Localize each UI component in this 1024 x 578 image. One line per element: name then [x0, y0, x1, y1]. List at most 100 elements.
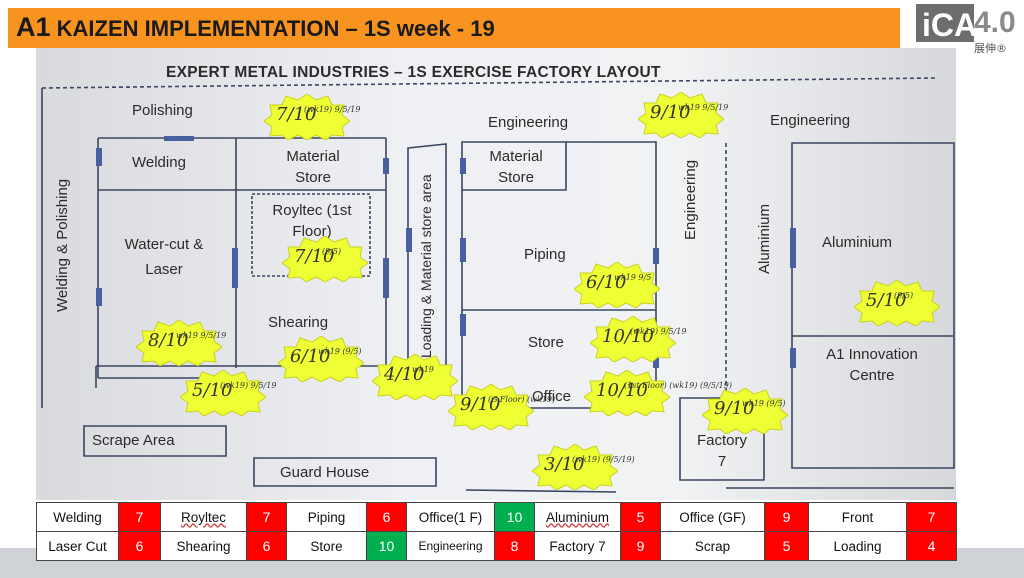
sticker-score: 5/10: [192, 380, 233, 401]
area-name: Office (GF): [660, 502, 765, 532]
sticker-score: 3/10: [544, 454, 585, 475]
score-sticker: 9/10 (G.Floor) (wk19): [448, 384, 555, 430]
area-engineering-1: Engineering: [488, 114, 569, 131]
area-factory-7: Factory 7: [696, 432, 747, 470]
score-sticker: 8/10 wk19 9/5/19: [136, 320, 226, 366]
area-score: 7: [118, 502, 161, 532]
score-sticker: 3/10 (wk19) (9/5/19): [532, 444, 635, 490]
table-row: Welding 7 Royltec 7 Piping 6 Office(1 F)…: [36, 502, 957, 532]
area-score: 10: [366, 531, 407, 561]
area-aluminium-vertical: Aluminium: [756, 203, 773, 274]
sticker-score: 9/10: [650, 102, 691, 123]
sticker-note: wk19 (9/5): [742, 399, 786, 408]
area-name-text: Aluminium: [545, 509, 610, 525]
area-score: 5: [620, 502, 661, 532]
logo-mark: iCA: [922, 7, 978, 43]
area-aluminium: Aluminium: [822, 234, 893, 251]
title-text: KAIZEN IMPLEMENTATION – 1S week - 19: [56, 16, 495, 41]
score-sticker: 10/10 (1st Floor) (wk19) (9/5/19): [584, 370, 732, 416]
title-banner: A1 KAIZEN IMPLEMENTATION – 1S week - 19: [8, 8, 900, 48]
score-sticker: 5/10 (wk19) 9/5/19: [180, 370, 276, 416]
sticker-score: 8/10: [148, 330, 189, 351]
area-guard-house: Guard House: [280, 464, 370, 481]
score-table: Welding 7 Royltec 7 Piping 6 Office(1 F)…: [36, 502, 957, 561]
area-score: 4: [906, 531, 957, 561]
score-sticker: 9/10 wk19 9/5/19: [638, 92, 728, 138]
area-name: Office(1 F): [406, 502, 495, 532]
sticker-score: 7/10: [294, 246, 335, 267]
area-innovation-centre: A1 Innovation Centre: [826, 346, 918, 384]
area-score: 7: [906, 502, 957, 532]
table-row: Laser Cut 6 Shearing 6 Store 10 Engineer…: [36, 531, 957, 561]
score-sticker: 6/10 wk19 (9/5): [278, 336, 364, 382]
area-scrape: Scrape Area: [92, 432, 175, 449]
sticker-score: 10/10: [602, 326, 654, 347]
area-office: Office: [532, 388, 571, 405]
area-engineering-vertical: Engineering: [682, 159, 699, 240]
score-sticker: 7/10 (wk19) 9/5/19: [264, 94, 360, 140]
area-store: Store: [528, 334, 564, 351]
area-name: Factory 7: [534, 531, 621, 561]
sticker-note: (G.Floor) (wk19): [488, 395, 556, 404]
factory-layout-photo: EXPERT METAL INDUSTRIES – 1S EXERCISE FA…: [36, 48, 956, 500]
ica-logo: iCA 4.0 展伸®: [912, 2, 1020, 55]
sticker-note: (wk19) (9/5/19): [572, 455, 635, 464]
area-name: Loading: [808, 531, 907, 561]
sticker-note: wk19 (9/5): [318, 347, 362, 356]
area-welding: Welding: [132, 154, 186, 171]
sticker-note: (1st Floor) (wk19) (9/5/19): [624, 381, 732, 390]
logo-subtitle: 展伸®: [974, 42, 1007, 55]
sticker-note: wk19 9/5/19: [176, 331, 227, 340]
score-sticker: 7/10 (9/5): [282, 236, 368, 282]
page-title: A1 KAIZEN IMPLEMENTATION – 1S week - 19: [16, 12, 495, 43]
area-royltec: Royltec (1st Floor): [272, 202, 352, 240]
sticker-note: (9/5): [894, 291, 914, 300]
area-name: Royltec: [160, 502, 247, 532]
sticker-score: 10/10: [596, 380, 648, 401]
area-name: Engineering: [406, 531, 495, 561]
sticker-note: (wk19) 9/5/19: [630, 327, 687, 336]
area-score: 7: [246, 502, 287, 532]
sticker-score: 6/10: [290, 346, 331, 367]
area-polishing: Polishing: [132, 102, 193, 119]
score-sticker: 6/10 wk19 9/5: [574, 262, 660, 308]
area-name: Laser Cut: [36, 531, 119, 561]
sticker-score: 9/10: [460, 394, 501, 415]
score-sticker: 10/10 (wk19) 9/5/19: [590, 316, 686, 362]
sticker-score: 5/10: [866, 290, 907, 311]
sticker-score: 4/10: [384, 364, 425, 385]
area-water-cut-laser: Water-cut & Laser: [124, 236, 204, 278]
area-shearing: Shearing: [268, 314, 329, 331]
sticker-note: wk19 9/5/19: [678, 103, 729, 112]
score-sticker: 4/10 wk19: [372, 354, 458, 400]
sticker-score: 9/10: [714, 398, 755, 419]
area-name: Welding: [36, 502, 119, 532]
layout-title: EXPERT METAL INDUSTRIES – 1S EXERCISE FA…: [166, 64, 661, 81]
area-score: 8: [494, 531, 535, 561]
area-name: Front: [808, 502, 907, 532]
area-loading-material-store: Loading & Material store area: [418, 174, 434, 358]
area-piping: Piping: [524, 246, 566, 263]
sticker-note: (wk19) 9/5/19: [304, 105, 361, 114]
area-name-text: Royltec: [180, 509, 226, 525]
sticker-score: 7/10: [276, 104, 317, 125]
sticker-score: 6/10: [586, 272, 627, 293]
area-name: Shearing: [160, 531, 247, 561]
sticker-note: (wk19) 9/5/19: [220, 381, 277, 390]
area-score: 6: [118, 531, 161, 561]
area-score: 10: [494, 502, 535, 532]
area-name: Store: [286, 531, 367, 561]
area-material-store-1: Material Store: [286, 148, 340, 186]
area-material-store-2: Material Store: [489, 148, 543, 186]
score-sticker: 5/10 (9/5): [854, 280, 940, 326]
sticker-note: wk19: [412, 365, 434, 374]
logo-version: 4.0: [974, 6, 1016, 39]
area-engineering-2: Engineering: [770, 112, 851, 129]
area-name: Piping: [286, 502, 367, 532]
area-score: 9: [764, 502, 809, 532]
score-sticker: 9/10 wk19 (9/5): [702, 388, 788, 434]
area-score: 9: [620, 531, 661, 561]
area-score: 5: [764, 531, 809, 561]
sticker-note: wk19 9/5: [614, 273, 652, 282]
title-prefix: A1: [16, 12, 51, 42]
